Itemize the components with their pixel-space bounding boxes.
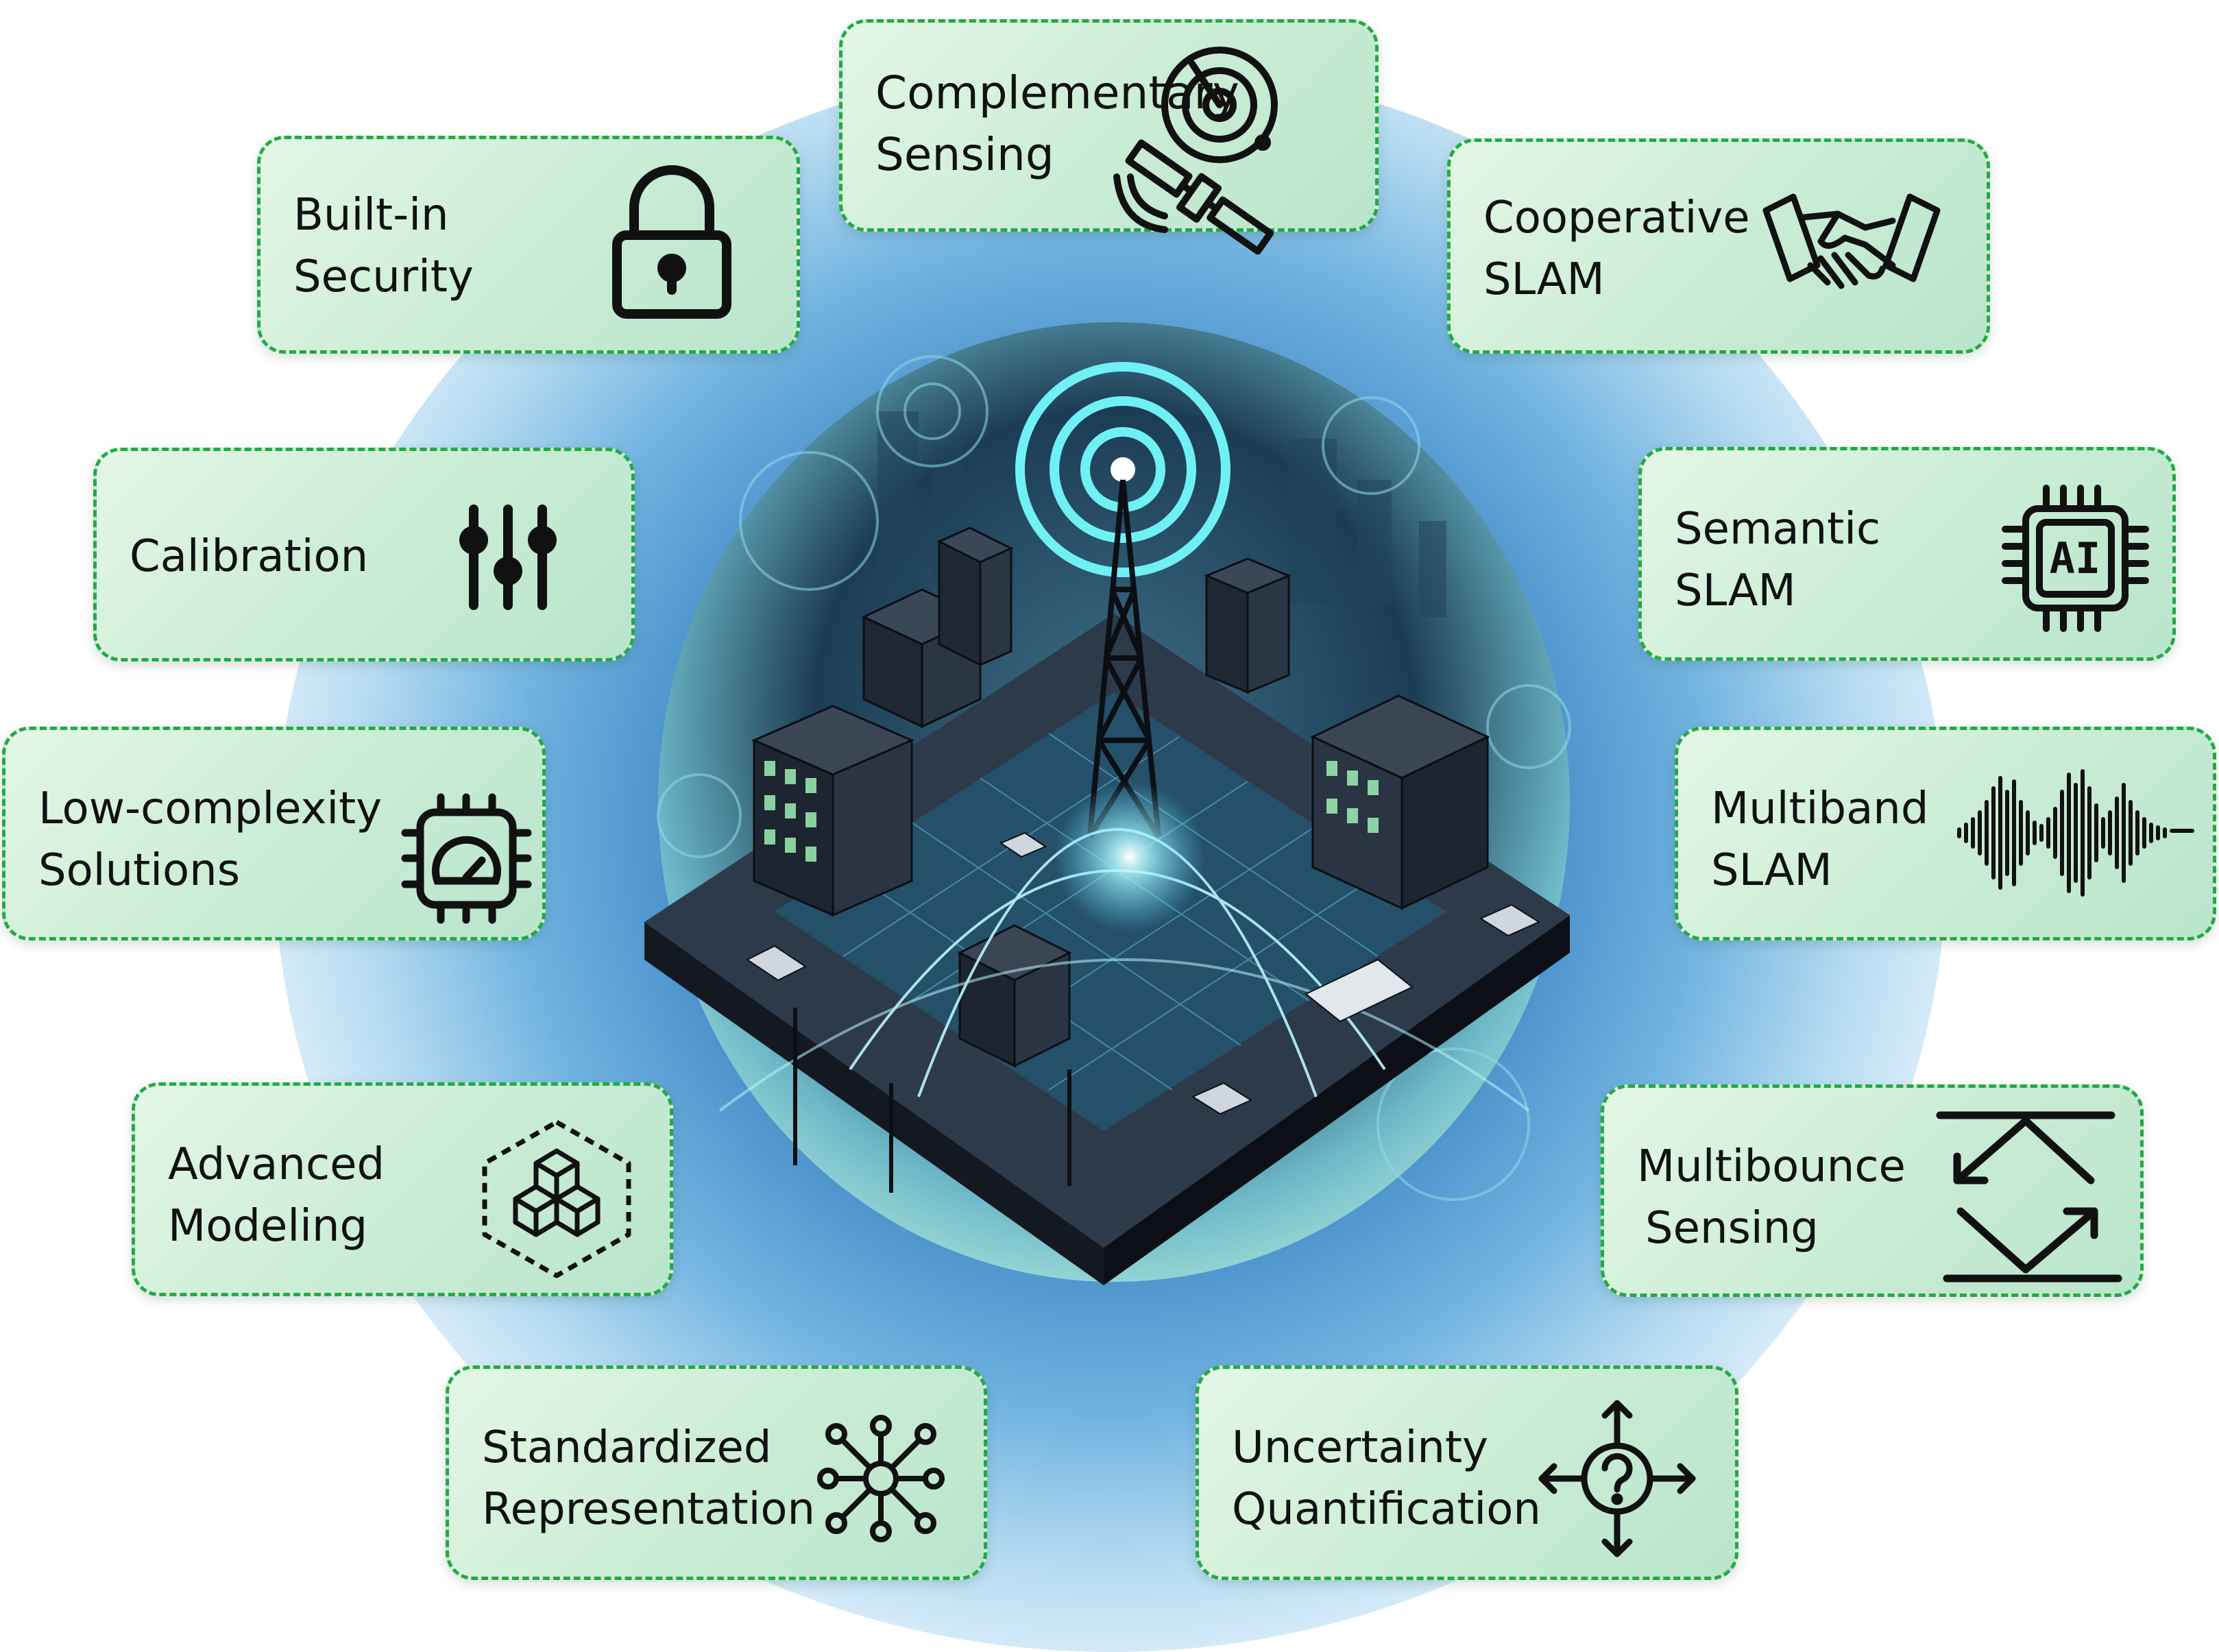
card-title-line2: SLAM <box>1711 845 1832 896</box>
card-title-line2: Representation <box>482 1484 816 1535</box>
question-arrows-icon <box>1535 1396 1699 1561</box>
card-cooperative-slam: Cooperative SLAM <box>1447 138 1990 354</box>
card-complementary-sensing: Complementary Sensing <box>839 19 1379 255</box>
bounce-arrows-icon <box>1936 1108 2122 1287</box>
card-calibration: Calibration <box>93 448 635 661</box>
card-title-line1: Built-in <box>293 190 449 241</box>
card-multiband-slam: Multiband SLAM <box>1675 727 2216 940</box>
card-title-line1: Cooperative <box>1483 193 1750 243</box>
card-title-line1: Multiband <box>1711 784 1929 834</box>
handshake-icon <box>1762 190 1941 310</box>
card-uncertainty-quantification: Uncertainty Quantification <box>1196 1365 1738 1580</box>
building-left <box>751 705 914 917</box>
card-title-line2: Modeling <box>168 1201 368 1252</box>
building-right <box>1310 694 1490 910</box>
ground-side-left <box>644 922 1104 1285</box>
vehicles <box>746 831 1541 1115</box>
waveform-icon <box>1952 764 2199 901</box>
card-standardized-representation: Standardized Representation <box>446 1365 987 1580</box>
card-title-line1: Semantic <box>1675 504 1881 555</box>
signal-rings <box>1015 362 1230 577</box>
card-title-line1: Low-complexity <box>38 784 383 834</box>
card-title-line2: Sensing <box>1645 1203 1819 1254</box>
card-title-line1: Calibration <box>130 531 369 582</box>
card-built-in-security: Built-in Security <box>257 136 800 354</box>
card-title-line1: Advanced <box>168 1139 385 1190</box>
card-title-line2: Solutions <box>38 845 241 896</box>
ai-chip-icon: AI <box>1998 481 2153 635</box>
card-title-line2: SLAM <box>1483 254 1605 305</box>
ai-chip-text: AI <box>2050 533 2101 583</box>
padlock-icon <box>607 160 737 324</box>
card-title-line1: Uncertainty <box>1232 1422 1488 1473</box>
cubes-icon <box>474 1117 639 1281</box>
card-title-line1: Multibounce <box>1637 1141 1906 1192</box>
building-back-left-2 <box>936 526 1014 667</box>
transmission-tower <box>1087 479 1161 838</box>
central-glow <box>1054 781 1205 932</box>
card-title-line2: Quantification <box>1232 1484 1541 1535</box>
network-node-icon <box>816 1413 946 1544</box>
ground-side-right <box>1104 915 1570 1285</box>
card-title-line2: SLAM <box>1675 566 1796 616</box>
card-advanced-modeling: Advanced Modeling <box>132 1082 673 1296</box>
card-title-line2: Sensing <box>875 128 1054 181</box>
card-low-complexity: Low-complexity Solutions <box>2 727 546 940</box>
street-poles <box>793 1008 1071 1193</box>
chip-gauge-icon <box>400 792 533 925</box>
card-title-line2: Security <box>293 252 474 302</box>
radar-satellite-icon <box>1113 36 1278 255</box>
card-multibounce-sensing: Multibounce Sensing <box>1601 1084 2144 1297</box>
card-title-line1: Complementary <box>875 66 1239 119</box>
building-back-right <box>1204 557 1292 694</box>
card-title-line1: Standardized <box>482 1422 772 1473</box>
sliders-icon <box>459 502 557 612</box>
building-front <box>957 924 1072 1068</box>
faint-rings <box>657 355 1571 1201</box>
card-semantic-slam: Semantic SLAM AI <box>1638 447 2176 661</box>
